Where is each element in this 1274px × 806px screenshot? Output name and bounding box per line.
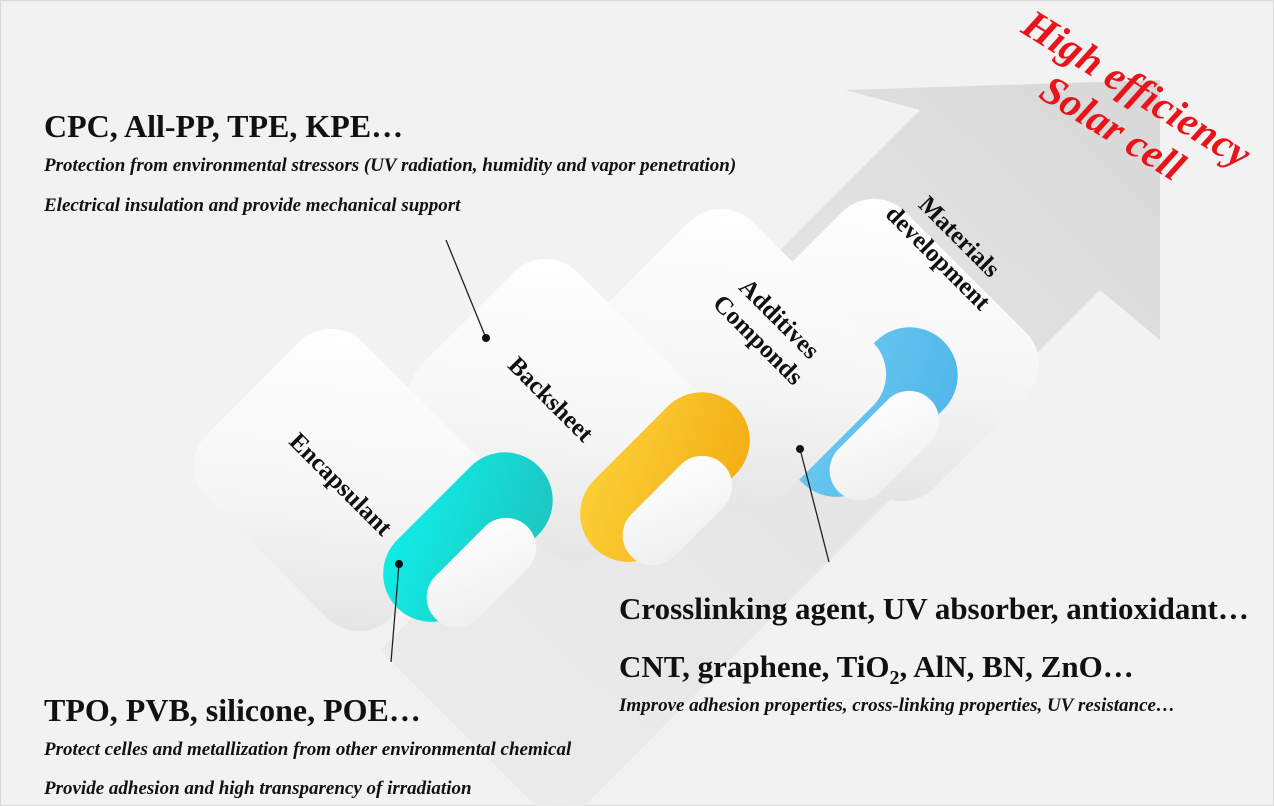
encapsulant-materials-title: TPO, PVB, silicone, POE…: [44, 692, 421, 728]
connector-dot-encapsulant: [395, 560, 403, 568]
additives-title-2-sub: 2: [889, 667, 900, 690]
connector-encapsulant: [390, 563, 400, 663]
encapsulant-desc-1: Protect celles and metallization from ot…: [44, 739, 572, 760]
connector-additives: [799, 448, 830, 563]
additives-title-2-post: , AlN, BN, ZnO…: [899, 649, 1134, 684]
connector-dot-additives: [796, 445, 804, 453]
backsheet-desc-1: Protection from environmental stressors …: [44, 155, 737, 176]
additives-title-2: CNT, graphene, TiO2, AlN, BN, ZnO…: [619, 649, 1134, 690]
additives-title-2-pre: CNT, graphene, TiO: [619, 649, 890, 684]
additives-title-1: Crosslinking agent, UV absorber, antioxi…: [619, 591, 1249, 626]
panel-encapsulant: [193, 328, 553, 632]
backsheet-materials-title: CPC, All-PP, TPE, KPE…: [44, 108, 404, 144]
connector-backsheet: [445, 239, 487, 339]
connector-dot-backsheet: [482, 334, 490, 342]
encapsulant-desc-2: Provide adhesion and high transparency o…: [44, 778, 472, 799]
additives-desc-1: Improve adhesion properties, cross-linki…: [619, 695, 1175, 716]
backsheet-desc-2: Electrical insulation and provide mechan…: [44, 195, 461, 216]
